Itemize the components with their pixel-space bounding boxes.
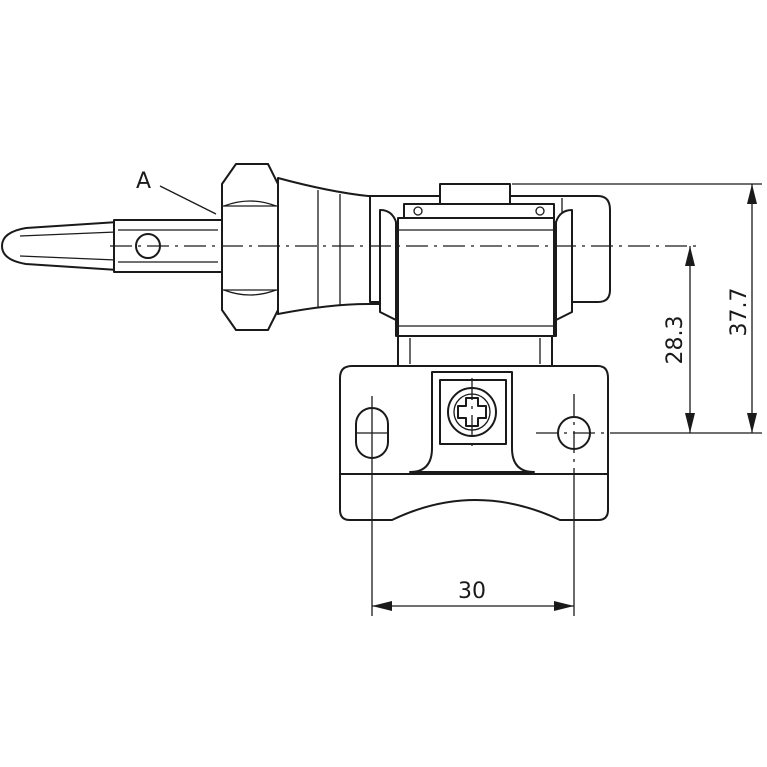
bonnet — [277, 177, 381, 315]
detail-label-a: A — [136, 169, 151, 194]
detail-callout-a: A — [136, 169, 217, 215]
top-cap — [403, 183, 555, 219]
dimension-37-7-label: 37.7 — [727, 288, 752, 337]
mounting-hole-left — [355, 396, 389, 470]
dimension-30-label: 30 — [458, 579, 486, 604]
center-lines — [110, 245, 700, 472]
dimension-overall-height: 37.7 — [512, 183, 762, 434]
hex-nut — [221, 163, 279, 331]
dimension-axis-height: 28.3 — [610, 246, 700, 434]
dimension-28-3-label: 28.3 — [663, 316, 688, 365]
mounting-base — [339, 365, 609, 521]
dimension-hole-spacing: 30 — [371, 470, 575, 616]
neck — [397, 335, 553, 367]
lever-handle — [1, 221, 119, 271]
coil-housing — [379, 209, 573, 337]
